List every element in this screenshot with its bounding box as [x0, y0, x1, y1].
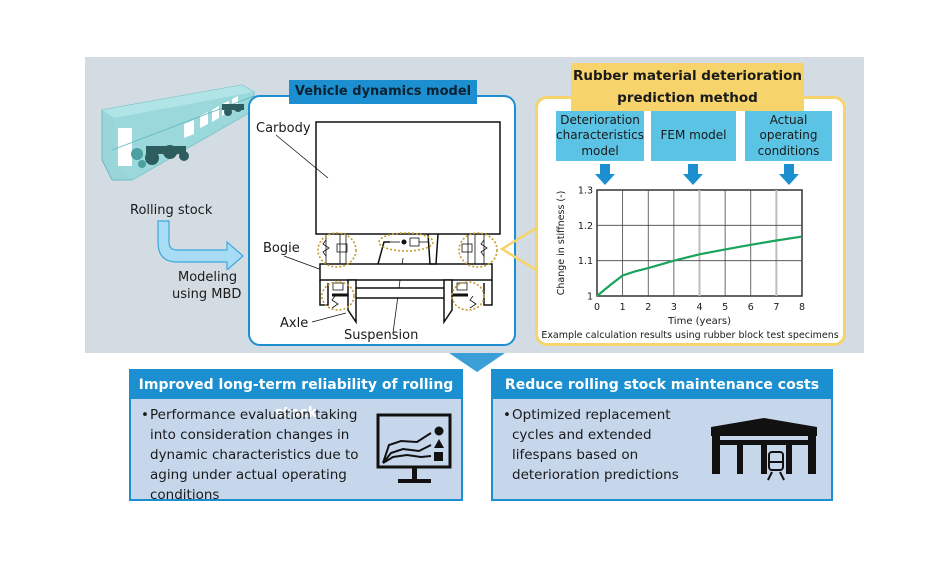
- secondary-suspension-right-highlight: [458, 232, 498, 268]
- primary-suspension-left-highlight: [321, 281, 355, 311]
- vehicle-dynamics-drawing: [275, 121, 501, 334]
- input-deterioration-characteristics-model: Deterioration characteristics model: [556, 111, 644, 161]
- benefit-card-reliability: Improved long-term reliability of rollin…: [129, 369, 463, 503]
- carbody-label: Carbody: [256, 121, 311, 136]
- input-line: characteristics: [556, 128, 644, 143]
- input-line: Actual: [769, 112, 808, 127]
- arrow-down-icon: [779, 164, 799, 185]
- input-fem-model: FEM model: [651, 111, 736, 161]
- secondary-suspension-left-highlight: [317, 232, 357, 268]
- y-tick-label: 1.2: [578, 221, 593, 232]
- benefit-text: Optimized replacement cycles and extende…: [512, 407, 679, 483]
- chart-caption: Example calculation results using rubber…: [541, 330, 839, 341]
- benefit-text: Performance evaluation taking into consi…: [150, 407, 359, 503]
- y-tick-label: 1: [587, 292, 593, 303]
- benefit-title: Reduce rolling stock maintenance costs: [493, 371, 831, 399]
- input-line: FEM model: [660, 128, 727, 143]
- carbody-shape: [315, 121, 501, 235]
- depot-train-icon: [711, 418, 817, 481]
- rolling-stock-illustration: [92, 80, 257, 190]
- benefit-card-maintenance: Reduce rolling stock maintenance costs •…: [491, 369, 833, 501]
- input-line: Deterioration: [560, 112, 640, 127]
- x-tick-label: 6: [748, 302, 754, 313]
- y-tick-label: 1.1: [578, 256, 593, 267]
- rolling-stock-label: Rolling stock: [130, 203, 213, 218]
- input-line: conditions: [757, 143, 820, 158]
- bogie-label: Bogie: [263, 241, 300, 256]
- x-tick-label: 8: [799, 302, 805, 313]
- x-tick-label: 4: [696, 302, 702, 313]
- callout-connector: [499, 225, 539, 273]
- x-axis-label: Time (years): [667, 316, 731, 327]
- x-tick-label: 1: [620, 302, 626, 313]
- y-axis-label: Change in stiffness (-): [556, 191, 567, 296]
- input-line: operating: [759, 128, 818, 143]
- y-tick-label: 1.3: [578, 186, 593, 197]
- monitor-chart-icon: [376, 413, 452, 483]
- benefit-title: Improved long-term reliability of rollin…: [131, 371, 461, 421]
- result-arrow-icon: [449, 353, 505, 372]
- x-tick-label: 7: [773, 302, 779, 313]
- x-tick-label: 0: [594, 302, 600, 313]
- arrow-down-icon: [683, 164, 703, 185]
- bullet: •: [141, 407, 149, 423]
- rubber-method-title: Rubber material deterioration prediction…: [571, 63, 804, 111]
- input-line: model: [581, 143, 619, 158]
- rubber-method-title-line1: Rubber material deterioration: [572, 68, 803, 84]
- rubber-method-title-line2: prediction method: [617, 90, 758, 106]
- axle-label: Axle: [280, 316, 309, 331]
- center-suspension-highlight: [378, 232, 434, 252]
- bullet: •: [503, 407, 511, 423]
- x-tick-label: 5: [722, 302, 728, 313]
- x-tick-label: 3: [671, 302, 677, 313]
- stiffness-curve: [596, 235, 803, 297]
- vehicle-dynamics-model-title: Vehicle dynamics model: [289, 80, 477, 104]
- modeling-label-line2: using MBD: [172, 287, 242, 302]
- primary-suspension-right-highlight: [451, 281, 485, 311]
- modeling-label-line1: Modeling: [178, 270, 238, 285]
- input-actual-operating-conditions: Actual operating conditions: [745, 111, 832, 161]
- modeling-arrow-icon: [157, 220, 244, 270]
- suspension-label: Suspension: [344, 328, 419, 343]
- x-tick-label: 2: [645, 302, 651, 313]
- arrow-down-icon: [595, 164, 615, 185]
